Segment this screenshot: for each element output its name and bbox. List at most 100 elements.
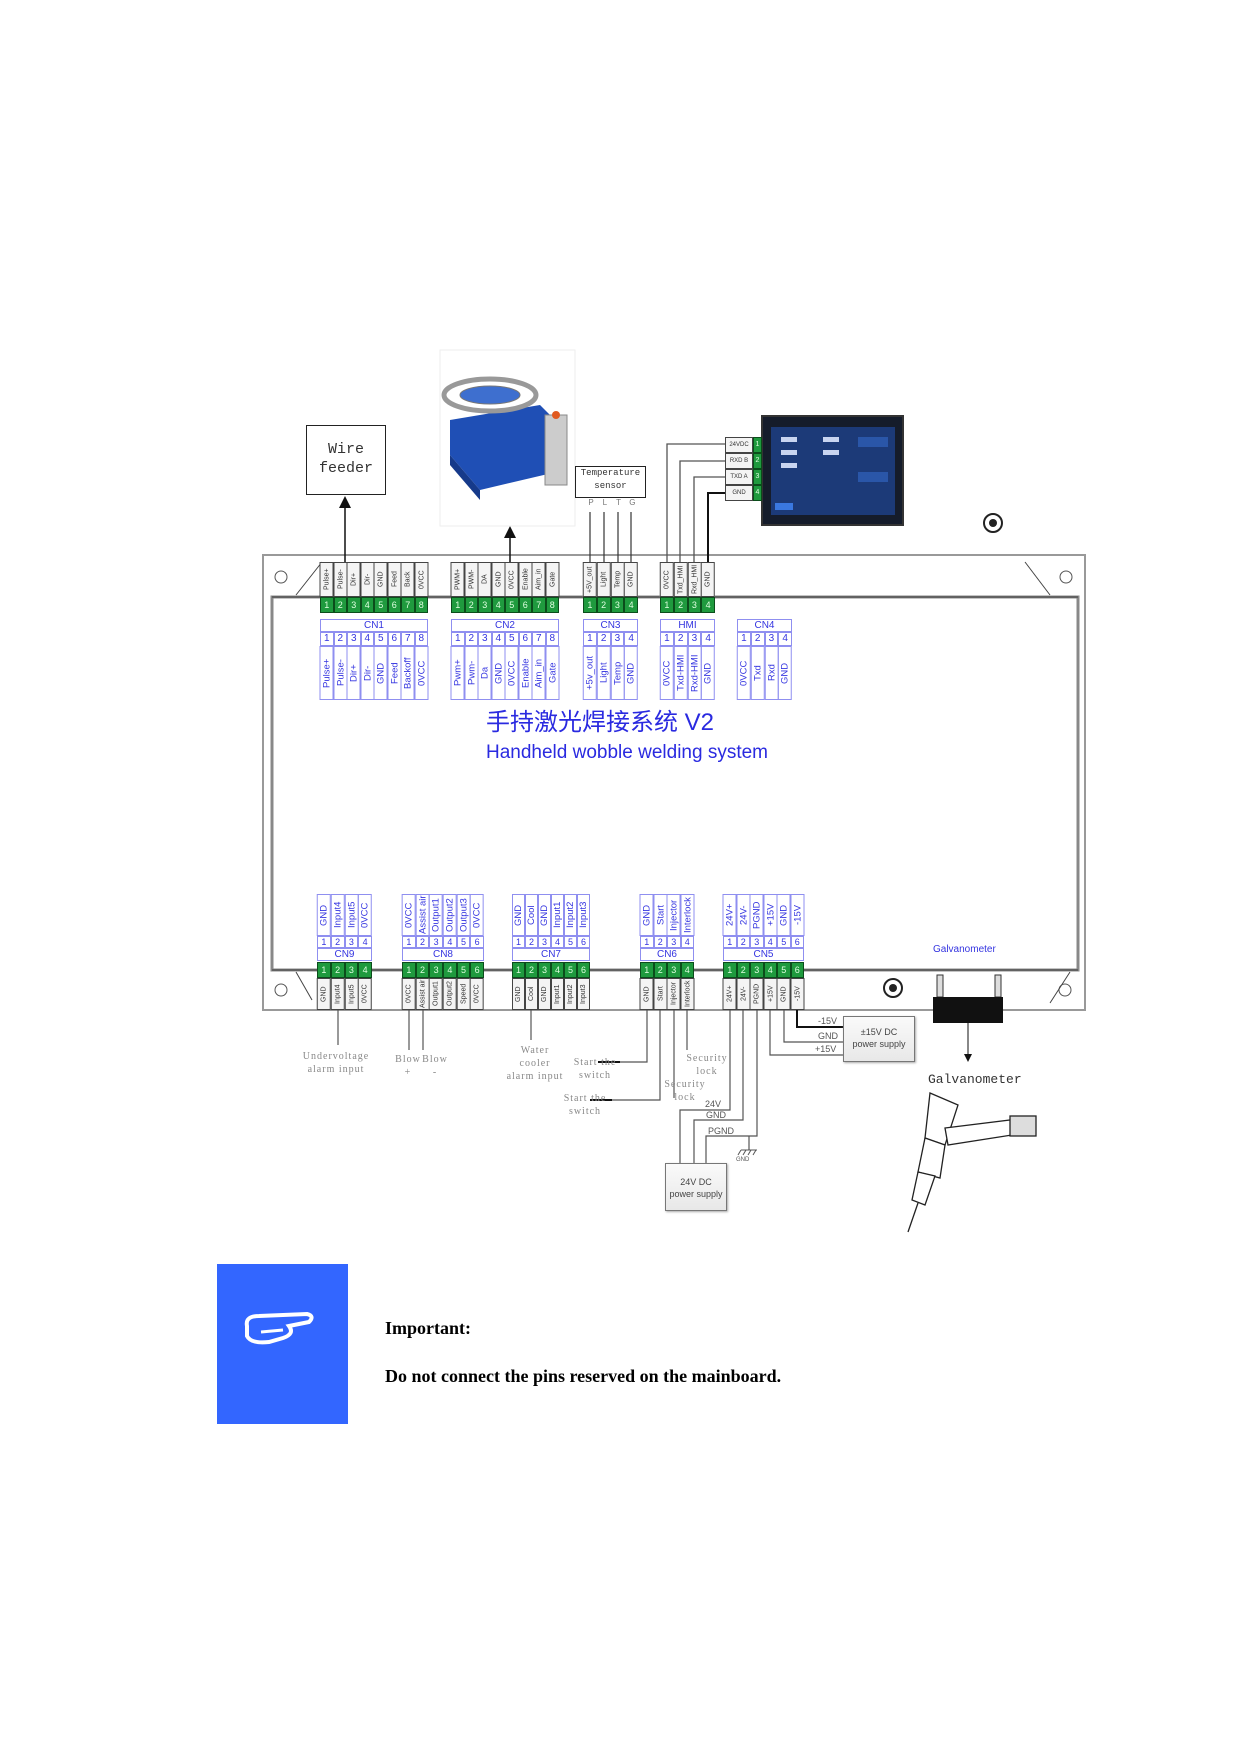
- pin-label: Rxd_HMI: [687, 562, 702, 597]
- label-security-lock-2: Security lock: [662, 1078, 708, 1104]
- pin-number: 5: [564, 962, 577, 978]
- signal-number: 6: [577, 936, 590, 948]
- signal-name: Pulse-: [333, 646, 347, 700]
- pin-label: Txd_HMI: [673, 562, 688, 597]
- signal-number: 3: [764, 632, 779, 646]
- signal-name: Interlock: [680, 894, 694, 936]
- pin-number: 3: [687, 597, 702, 613]
- label-line: Security: [664, 1079, 706, 1090]
- label-undervoltage-alarm: Undervoltage alarm input: [298, 1050, 374, 1076]
- galvanometer-board-label: Galvanometer: [933, 944, 996, 955]
- psu-24v-line1: 24V DC: [680, 1177, 712, 1187]
- pin-number: 4: [491, 597, 505, 613]
- pin-label: Back: [401, 562, 415, 597]
- pin-number: 4: [680, 962, 694, 978]
- label-line: cooler: [519, 1058, 551, 1069]
- signal-number: 2: [596, 632, 611, 646]
- pin-label: Pulse+: [320, 562, 334, 597]
- signal-name: Rxd: [764, 646, 779, 700]
- hmi-pin-label: GND: [725, 485, 753, 501]
- system-title-cn: 手持激光焊接系统 V2: [486, 709, 715, 736]
- pin-number: 1: [402, 962, 416, 978]
- signal-name: Dir-: [360, 646, 374, 700]
- signal-number: 6: [518, 632, 532, 646]
- psu-15v-line2: power supply: [852, 1039, 906, 1049]
- label-blow-plus: Blow +: [393, 1053, 423, 1079]
- pin-number: 4: [624, 597, 638, 613]
- label-line: -: [432, 1067, 438, 1078]
- signal-name: Output1: [429, 894, 443, 936]
- signal-name: Aim_in: [532, 646, 546, 700]
- connector-name: CN9: [317, 948, 372, 961]
- notice-text: Do not connect the pins reserved on the …: [385, 1366, 782, 1386]
- pin-number: 1: [723, 962, 737, 978]
- signal-name: 0VCC: [470, 894, 484, 936]
- pin-number: 3: [344, 962, 359, 978]
- signal-name: Txd-HMI: [673, 646, 688, 700]
- signal-number: 2: [653, 936, 667, 948]
- pin-label: 24V+: [723, 978, 737, 1010]
- pin-number: 4: [358, 962, 372, 978]
- temperature-sensor-label: Temperature sensor: [580, 468, 641, 491]
- signal-number: 3: [344, 936, 359, 948]
- label-line: alarm input: [506, 1071, 564, 1082]
- signal-name: GND: [624, 646, 638, 700]
- pin-label: GND: [491, 562, 505, 597]
- pin-label: Input3: [577, 978, 590, 1010]
- signal-name: GND: [777, 894, 791, 936]
- signal-number: 1: [317, 936, 331, 948]
- pin-label: GND: [701, 562, 715, 597]
- label-line: Start the: [563, 1093, 607, 1104]
- signal-name: Da: [478, 646, 492, 700]
- signal-name: 0VCC: [402, 894, 416, 936]
- signal-name: 0VCC: [414, 646, 428, 700]
- label-line: switch: [578, 1070, 612, 1081]
- signal-number: 1: [723, 936, 737, 948]
- signal-name: 24V+: [723, 894, 737, 936]
- signal-name: GND: [701, 646, 715, 700]
- pin-label: Start: [653, 978, 667, 1010]
- pin-label: Input1: [551, 978, 564, 1010]
- pin-label: Dir+: [347, 562, 361, 597]
- label-line: Blow: [422, 1054, 448, 1065]
- pin-label: GND: [624, 562, 638, 597]
- pin-number: 1: [451, 597, 465, 613]
- pin-label: Gate: [545, 562, 559, 597]
- signal-name: 0VCC: [358, 894, 372, 936]
- label-pos15v: +15V: [815, 1044, 837, 1054]
- signal-number: 3: [538, 936, 551, 948]
- label-line: lock: [674, 1092, 696, 1103]
- signal-name: Dir+: [347, 646, 361, 700]
- signal-number: 3: [429, 936, 443, 948]
- pin-number: 6: [470, 962, 484, 978]
- label-24v: 24V: [705, 1099, 722, 1109]
- signal-name: Rxd-HMI: [687, 646, 702, 700]
- pin-number: 6: [518, 597, 532, 613]
- pin-number: 2: [736, 962, 750, 978]
- signal-name: Output3: [456, 894, 471, 936]
- connector-name: CN4: [737, 619, 792, 632]
- pin-label: Assist air: [415, 978, 430, 1010]
- pin-label: 0VCC: [470, 978, 484, 1010]
- pin-number: 1: [640, 962, 654, 978]
- signal-number: 1: [660, 632, 674, 646]
- label-start-switch-1: Start the switch: [570, 1056, 620, 1082]
- label-gnd-24: GND: [706, 1110, 726, 1120]
- pin-label: PGND: [750, 978, 764, 1010]
- pin-number: 3: [610, 597, 625, 613]
- signal-number: 2: [464, 632, 478, 646]
- signal-number: 3: [610, 632, 625, 646]
- notice-title: Important:: [385, 1318, 471, 1338]
- signal-name: Cool: [525, 894, 538, 936]
- signal-number: 1: [451, 632, 465, 646]
- signal-number: 5: [456, 936, 471, 948]
- signal-number: 1: [320, 632, 334, 646]
- pin-label: 0VCC: [414, 562, 428, 597]
- signal-number: 7: [532, 632, 546, 646]
- pin-label: Aim_in: [532, 562, 546, 597]
- pin-label: Pulse-: [333, 562, 347, 597]
- pin-number: 5: [374, 597, 388, 613]
- pin-number: 8: [414, 597, 428, 613]
- signal-name: Pwm+: [451, 646, 465, 700]
